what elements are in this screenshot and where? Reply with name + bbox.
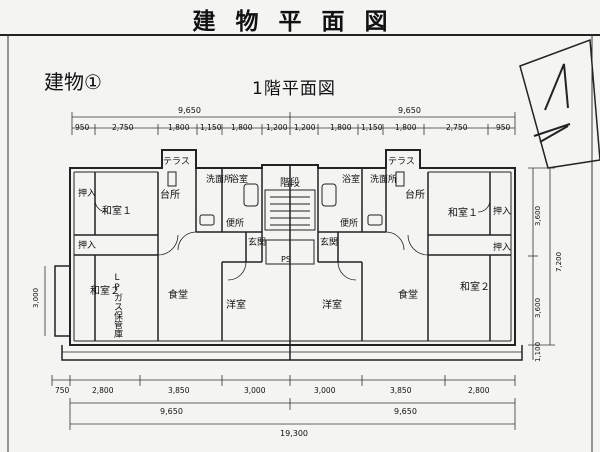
dim-top-segment: 950: [75, 123, 90, 132]
lp-storage-label: LPガス保管庫: [57, 273, 123, 339]
washroom-label-left: 洗面所: [206, 173, 233, 185]
dim-top-segment: 1,200: [294, 123, 316, 132]
dining-label-right: 食堂: [398, 288, 418, 301]
dim-top-segment: 1,800: [231, 123, 253, 132]
dim-bottom-segment: 3,850: [168, 386, 190, 395]
entrance-label-right: 玄関: [320, 236, 338, 248]
terrace-label-right: テラス: [388, 156, 415, 167]
dim-left-storage: 3,000: [32, 288, 40, 308]
kitchen-label-right: 台所: [405, 188, 425, 201]
dim-bottom-segment: 3,000: [314, 386, 336, 395]
bath-label-left: 浴室: [230, 173, 248, 185]
dim-bottom-half-left: 9,650: [160, 407, 183, 416]
dim-top-segment: 1,800: [395, 123, 417, 132]
terrace-label-left: テラス: [163, 156, 190, 167]
japanese2-label-right: 和室２: [460, 280, 490, 293]
closet-label-left-upper: 押入: [78, 187, 96, 199]
japanese1-label-left: 和室１: [102, 204, 132, 217]
dim-top-segment: 1,150: [361, 123, 383, 132]
kitchen-label-left: 台所: [160, 188, 180, 201]
western-label-right: 洋室: [322, 298, 342, 311]
dim-top-overall-left: 9,650: [178, 106, 201, 115]
dim-bottom-segment: 2,800: [468, 386, 490, 395]
dim-bottom-segment: 2,800: [92, 386, 114, 395]
dim-bottom-total: 19,300: [280, 429, 308, 438]
entrance-label-left: 玄関: [248, 236, 266, 248]
toilet-label-right: 便所: [340, 217, 358, 229]
floor-label: 1階平面図: [252, 79, 336, 99]
dining-label-left: 食堂: [168, 288, 188, 301]
dim-bottom-half-right: 9,650: [394, 407, 417, 416]
dim-right-total: 7,200: [555, 252, 563, 272]
stairs-label: 階段: [280, 176, 300, 189]
dim-right-bottom: 1,100: [534, 342, 542, 362]
dim-top-segment: 1,200: [266, 123, 288, 132]
document-title: 建物平面図: [192, 9, 408, 35]
dim-right-upper: 3,600: [534, 206, 542, 226]
closet-label-right-upper: 押入: [493, 205, 511, 217]
ps-label: PS: [281, 255, 291, 264]
dim-top-segment: 950: [496, 123, 511, 132]
western-label-left: 洋室: [226, 298, 246, 311]
dim-top-segment: 2,750: [112, 123, 134, 132]
japanese1-label-right: 和室１: [448, 206, 478, 219]
closet-label-left-lower: 押入: [78, 239, 96, 251]
building-label: 建物①: [44, 70, 102, 94]
washroom-label-right: 洗面所: [370, 173, 397, 185]
title-bar: 建物平面図: [0, 0, 600, 36]
closet-label-right-lower: 押入: [493, 241, 511, 253]
north-arrow-icon: N: [519, 38, 600, 169]
lp-gas-storage: LPガス保管庫: [54, 265, 123, 339]
dim-top-overall-right: 9,650: [398, 106, 421, 115]
dim-bottom-segment: 3,850: [390, 386, 412, 395]
dim-top-segment: 2,750: [446, 123, 468, 132]
japanese2-label-left: 和室２: [90, 284, 120, 297]
dim-right-lower: 3,600: [534, 298, 542, 318]
dim-bottom-segment: 750: [55, 386, 70, 395]
dim-top-segment: 1,150: [200, 123, 222, 132]
dim-bottom-segment: 3,000: [244, 386, 266, 395]
dim-top-segment: 1,800: [168, 123, 190, 132]
bath-label-right: 浴室: [342, 173, 360, 185]
toilet-label-left: 便所: [226, 217, 244, 229]
dim-top-segment: 1,800: [330, 123, 352, 132]
